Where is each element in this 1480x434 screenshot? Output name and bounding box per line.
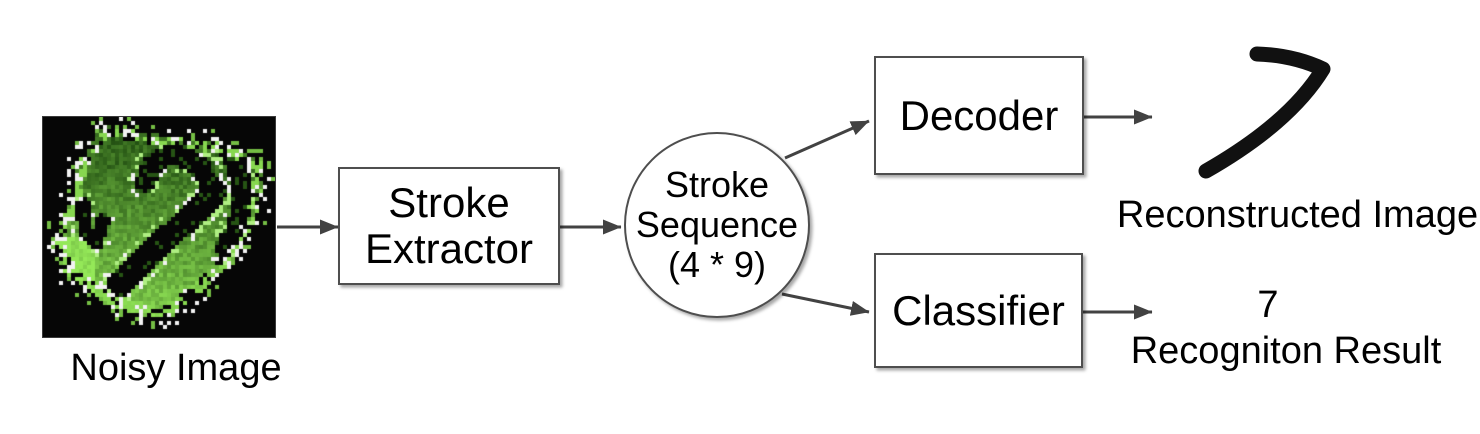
stroke-sequence-label-line2: Sequence [635,204,799,245]
stroke-sequence-node: Stroke Sequence (4 * 9) [624,132,810,318]
recognition-result-label: Recogniton Result [1130,330,1442,372]
classifier-label: Classifier [892,286,1065,334]
stroke-sequence-label-line1: Stroke [664,164,770,205]
reconstructed-digit-seven [1198,46,1331,179]
stroke-extractor-label-line2: Extractor [364,225,534,272]
stroke-sequence-label-line3: (4 * 9) [667,244,767,285]
classifier-box: Classifier [874,253,1083,368]
stroke-extractor-box: Stroke Extractor [338,167,560,285]
recognition-result-value: 7 [1257,284,1279,326]
recognition-result: 7 Recogniton Result [1106,282,1466,374]
arrow-sequence-to-decoder [784,119,870,160]
stroke-extractor-label-line1: Stroke [388,179,510,226]
decoder-label: Decoder [899,91,1059,139]
noisy-image-label: Noisy Image [70,347,282,389]
decoder-box: Decoder [874,56,1084,175]
noisy-image [42,116,276,338]
arrow-sequence-to-classifier [781,292,870,316]
reconstructed-image-label: Reconstructed Image [1116,194,1479,236]
